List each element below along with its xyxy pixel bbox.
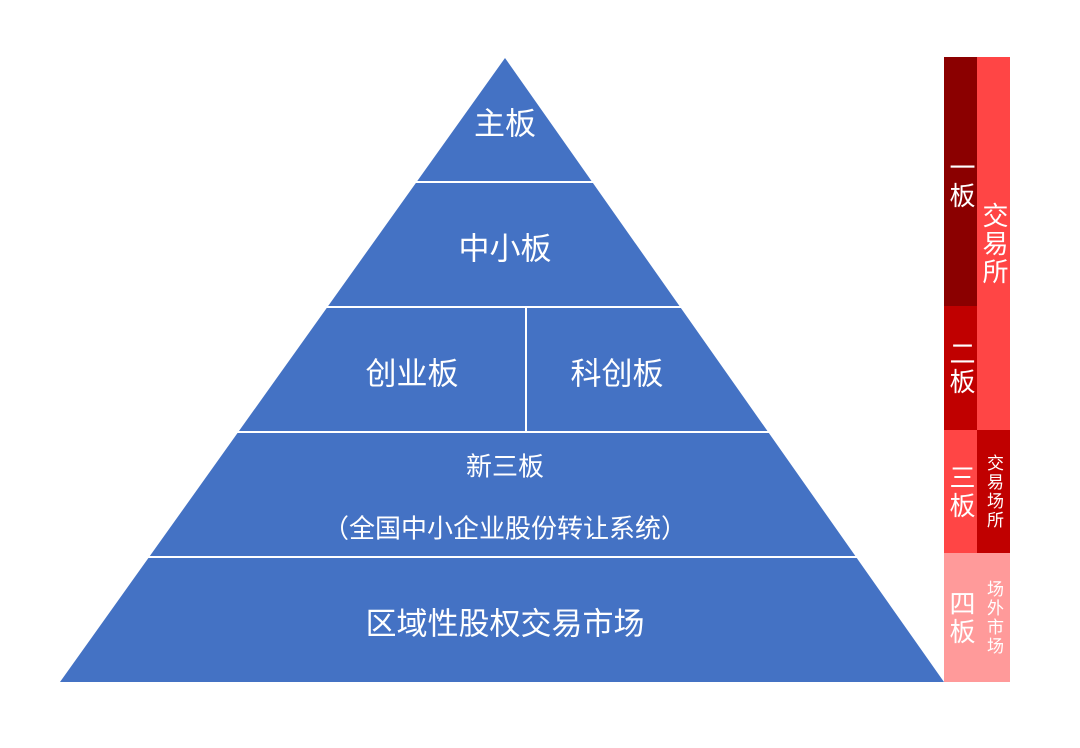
tier-star-market: 科创板 — [570, 356, 664, 393]
level-board-4: 四板 — [944, 553, 977, 682]
level-board-1: 一板 — [944, 57, 977, 306]
level-board-3: 三板 — [944, 430, 977, 553]
category-exchange: 交易所 — [977, 57, 1010, 430]
tier-regional-market: 区域性股权交易市场 — [365, 606, 645, 643]
level-board-2: 二板 — [944, 306, 977, 430]
category-trading-venue: 交易场所 — [977, 430, 1010, 553]
tier-neeq-title: 新三板 — [465, 452, 545, 483]
tier-main-board: 主板 — [474, 106, 536, 143]
tier-sme-board: 中小板 — [458, 231, 552, 268]
tier-neeq-subtitle: （全国中小企业股份转让系统） — [322, 514, 688, 545]
pyramid — [60, 58, 944, 682]
category-otc-market: 场外市场 — [977, 553, 1010, 682]
tier-chinext: 创业板 — [365, 356, 459, 393]
